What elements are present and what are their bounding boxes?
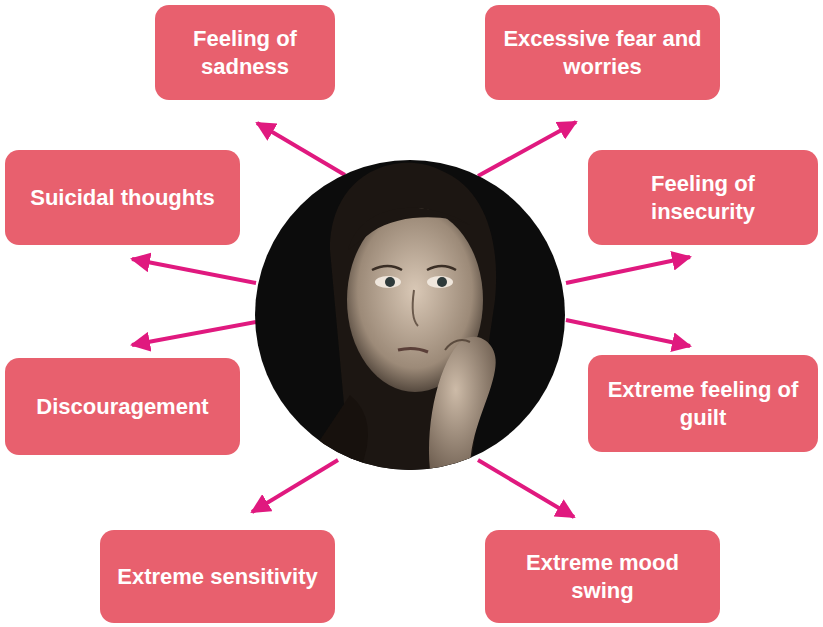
arrow — [132, 259, 256, 283]
fringe — [348, 208, 470, 250]
symptom-label: Extreme feeling of guilt — [600, 376, 806, 431]
photo-circle — [255, 160, 565, 470]
text-wrap: Discouragement — [36, 393, 208, 421]
nose — [413, 290, 418, 326]
eye — [427, 276, 453, 288]
symptom-box: Extreme mood swing — [485, 530, 720, 623]
arrow — [566, 320, 690, 346]
symptom-label: Excessive fear and worries — [497, 25, 708, 80]
symptom-box: Extreme sensitivity — [100, 530, 335, 623]
text-wrap: Extreme mood swing — [497, 549, 708, 604]
arrow — [478, 122, 576, 176]
symptom-box: Suicidal thoughts — [5, 150, 240, 245]
text-wrap: Excessive fear and worries — [497, 25, 708, 80]
iris — [437, 277, 447, 287]
symptom-box: Feeling of insecurity — [588, 150, 818, 245]
symptom-label: Feeling of sadness — [167, 25, 323, 80]
symptom-label: Discouragement — [36, 393, 208, 421]
arrow — [257, 123, 345, 175]
shoulder — [300, 395, 368, 470]
text-wrap: Extreme feeling of guilt — [600, 376, 806, 431]
arrow — [566, 257, 690, 283]
symptom-label: Suicidal thoughts — [30, 184, 215, 212]
iris — [385, 277, 395, 287]
finger — [445, 340, 470, 350]
arrow — [252, 460, 338, 512]
text-wrap: Feeling of sadness — [167, 25, 323, 80]
hand — [429, 337, 496, 470]
symptom-label: Extreme mood swing — [497, 549, 708, 604]
arrow — [132, 322, 256, 345]
text-wrap: Feeling of insecurity — [600, 170, 806, 225]
brow — [372, 266, 402, 270]
text-wrap: Extreme sensitivity — [117, 563, 318, 591]
woman-portrait — [300, 163, 496, 470]
brow — [427, 266, 456, 270]
symptom-box: Excessive fear and worries — [485, 5, 720, 100]
symptom-box: Feeling of sadness — [155, 5, 335, 100]
symptom-box: Extreme feeling of guilt — [588, 355, 818, 452]
text-wrap: Suicidal thoughts — [30, 184, 215, 212]
symptom-label: Feeling of insecurity — [600, 170, 806, 225]
symptom-label: Extreme sensitivity — [117, 563, 318, 591]
mouth — [398, 348, 428, 352]
symptom-box: Discouragement — [5, 358, 240, 455]
eye — [375, 276, 401, 288]
arrow — [478, 460, 574, 517]
